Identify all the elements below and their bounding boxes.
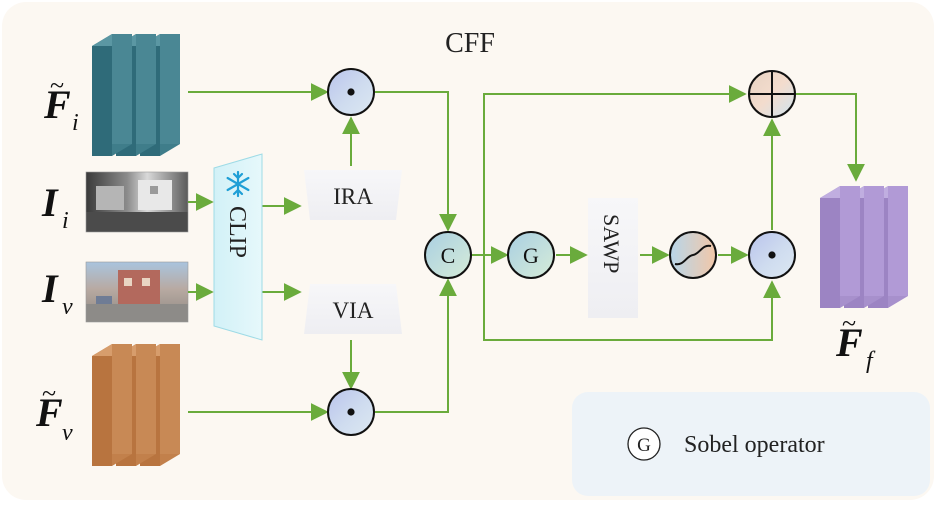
label-fi-symbol: F: [43, 82, 71, 127]
via-module: VIA: [304, 284, 402, 334]
multiply-dot-icon: [347, 408, 355, 416]
infrared-image: [85, 171, 189, 233]
arrow-skip-to-add: [483, 85, 747, 255]
visible-image: [85, 261, 189, 323]
legend-symbol: G: [637, 435, 651, 456]
ira-module: IRA: [304, 170, 402, 220]
sigmoid-op: [669, 231, 717, 279]
label-fi-sub: i: [72, 110, 79, 136]
label-iv-sub: v: [62, 294, 73, 320]
arrow-mul-bottom-to-concat: [375, 278, 457, 413]
multiply-op-right: [748, 231, 796, 279]
legend-box: [572, 392, 930, 496]
label-fv: F ~ v: [35, 379, 73, 446]
concat-label: C: [441, 243, 456, 268]
label-fv-symbol: F: [35, 390, 63, 435]
label-ii: I i: [41, 180, 69, 234]
legend-sobel-icon: [627, 427, 661, 461]
sawp-label: SAWP: [599, 214, 624, 273]
ira-label: IRA: [333, 184, 373, 209]
multiply-dot-icon: [768, 251, 776, 259]
label-fi-accent: ~: [50, 71, 64, 100]
label-ff-sub: f: [866, 348, 876, 374]
label-iv-symbol: I: [41, 266, 59, 311]
multiply-dot-icon: [347, 88, 355, 96]
label-ii-sub: i: [62, 208, 69, 234]
sawp-module: SAWP: [588, 198, 638, 318]
label-fv-sub: v: [62, 420, 73, 446]
multiply-op-top: [327, 68, 375, 116]
label-fi: F ~ i: [43, 71, 79, 136]
sigmoid-curve-icon: [674, 244, 712, 266]
clip-module: CLIP: [213, 153, 263, 341]
feature-stack-ff: [820, 186, 908, 308]
label-ff-accent: ~: [842, 309, 856, 338]
feature-stack-fi: [92, 34, 180, 156]
feature-stack-fv: [92, 344, 180, 466]
label-ii-symbol: I: [41, 180, 59, 225]
label-iv: I v: [41, 266, 73, 320]
add-op: [748, 70, 796, 118]
label-fv-accent: ~: [42, 379, 56, 408]
connections: [188, 83, 865, 421]
label-ff-symbol: F: [835, 320, 863, 365]
sobel-label: G: [523, 243, 539, 268]
snowflake-icon: [226, 170, 250, 198]
clip-label: CLIP: [224, 206, 250, 258]
label-ff: F ~ f: [835, 309, 876, 374]
diagram-title: CFF: [445, 28, 495, 59]
legend-label: Sobel operator: [684, 432, 825, 458]
arrow-mul-top-to-concat: [375, 91, 457, 232]
arrow-skip-to-mul: [483, 255, 781, 341]
concat-op: C: [424, 231, 472, 279]
via-label: VIA: [333, 298, 374, 323]
arrow-add-to-output: [796, 93, 865, 182]
multiply-op-bottom: [327, 388, 375, 436]
sobel-op: G: [507, 231, 555, 279]
